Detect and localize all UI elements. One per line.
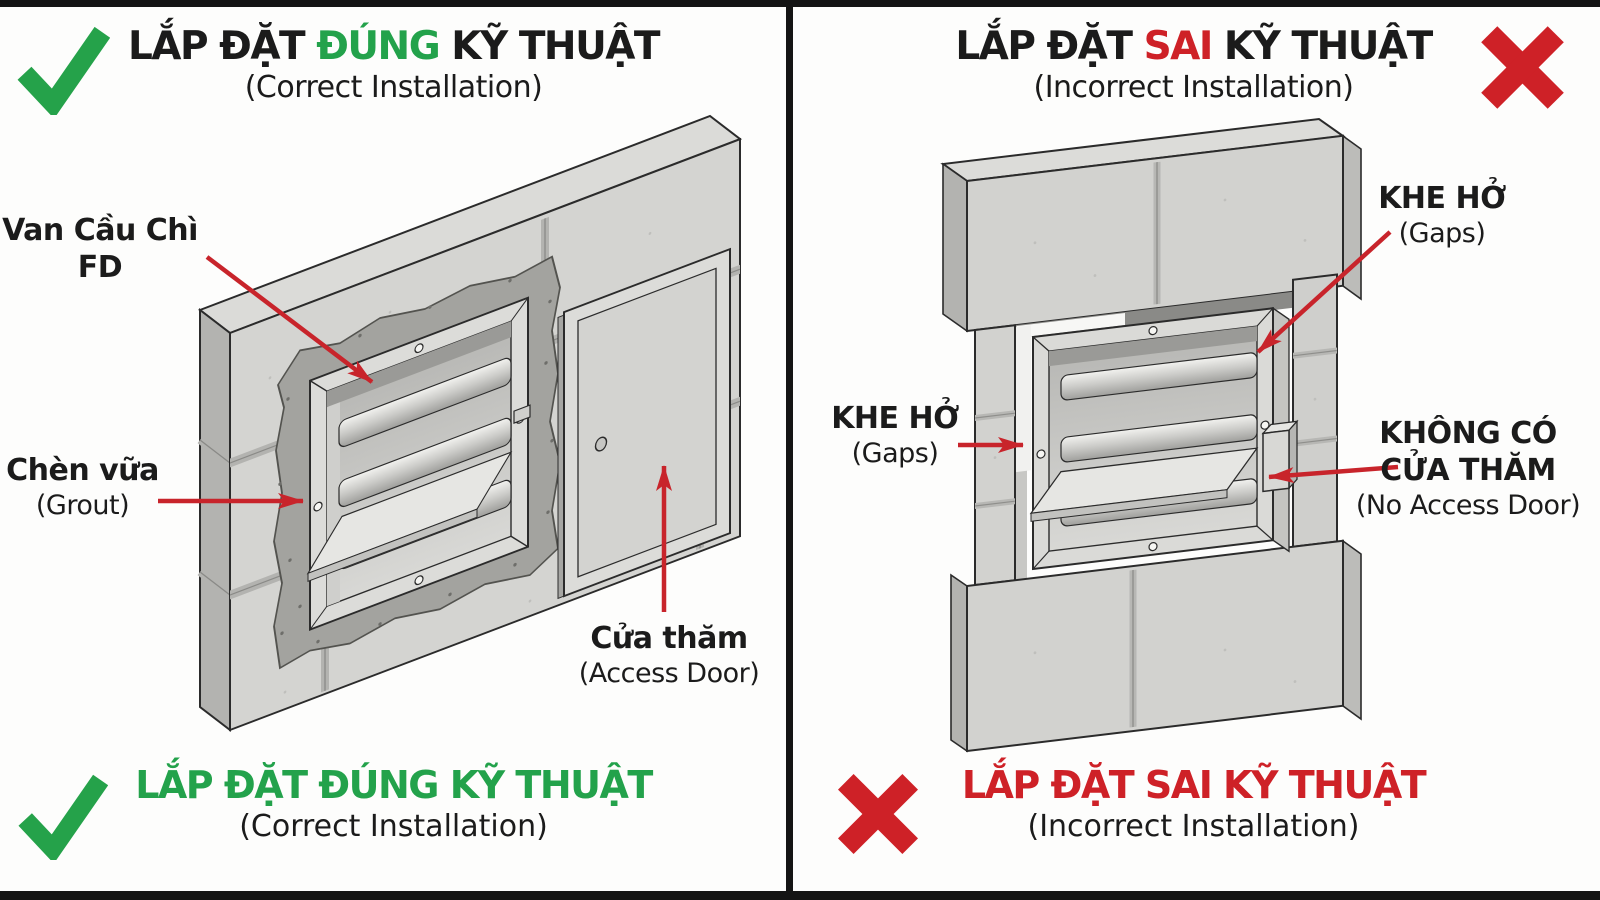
fire-damper [1029, 306, 1299, 571]
arrow-to-no-access-door [1268, 464, 1399, 484]
right-header-subtitle: (Incorrect Installation) [1033, 70, 1354, 105]
checkmark-icon [17, 26, 110, 115]
access-door [557, 247, 731, 600]
right-footer-subtitle: (Incorrect Installation) [1027, 809, 1360, 844]
open-blade [306, 451, 513, 583]
bottom-border-bar [0, 891, 1600, 900]
left-footer-title: LẮP ĐẶT ĐÚNG KỸ THUẬT [135, 763, 653, 807]
x-icon [837, 773, 919, 855]
right-header: LẮP ĐẶT SAI KỸ THUẬT (Incorrect Installa… [787, 24, 1600, 106]
callout-arrows [158, 255, 672, 612]
incorrect-installation-diagram [940, 117, 1399, 753]
center-divider [786, 0, 793, 900]
open-blade [1029, 447, 1259, 522]
right-header-title: LẮP ĐẶT SAI KỸ THUẬT [955, 24, 1433, 69]
right-footer: LẮP ĐẶT SAI KỸ THUẬT (Incorrect Installa… [787, 762, 1600, 846]
arrow-to-damper [205, 255, 374, 384]
right-footer-title: LẮP ĐẶT SAI KỸ THUẬT [961, 763, 1427, 807]
panel-correct: LẮP ĐẶT ĐÚNG KỸ THUẬT (Correct Installat… [0, 0, 787, 900]
left-header: LẮP ĐẶT ĐÚNG KỸ THUẬT (Correct Installat… [0, 24, 787, 106]
label-damper: Van Cầu Chì FD [2, 213, 198, 285]
panel-incorrect: LẮP ĐẶT SAI KỸ THUẬT (Incorrect Installa… [787, 0, 1600, 900]
screws [1036, 325, 1270, 552]
gap-top [1017, 312, 1125, 338]
damper-latch [513, 404, 531, 424]
label-gap-top: KHE HỞ (Gaps) [1378, 181, 1506, 249]
left-footer: LẮP ĐẶT ĐÚNG KỸ THUẬT (Correct Installat… [0, 762, 787, 846]
label-access-door: Cửa thăm (Access Door) [578, 621, 760, 689]
fusible-link-box [1261, 419, 1299, 493]
block-wall-opening [940, 117, 1362, 753]
label-gap-left: KHE HỞ (Gaps) [831, 401, 959, 469]
label-grout: Chèn vữa (Grout) [6, 453, 159, 521]
arrow-to-gap-top [1256, 230, 1392, 354]
top-border-bar [0, 0, 1600, 7]
left-header-title: LẮP ĐẶT ĐÚNG KỸ THUẬT [127, 24, 661, 69]
correct-installation-diagram [158, 114, 743, 733]
gap-left [1016, 325, 1031, 473]
checkmark-icon [18, 774, 108, 860]
left-footer-subtitle: (Correct Installation) [239, 809, 548, 844]
door-knob [594, 436, 608, 452]
callout-arrows [958, 230, 1399, 484]
wall-texture [993, 198, 1317, 683]
label-no-access-door: KHÔNG CÓ CỬA THĂM (No Access Door) [1355, 416, 1581, 521]
left-header-subtitle: (Correct Installation) [244, 70, 543, 105]
x-icon [1481, 26, 1564, 109]
